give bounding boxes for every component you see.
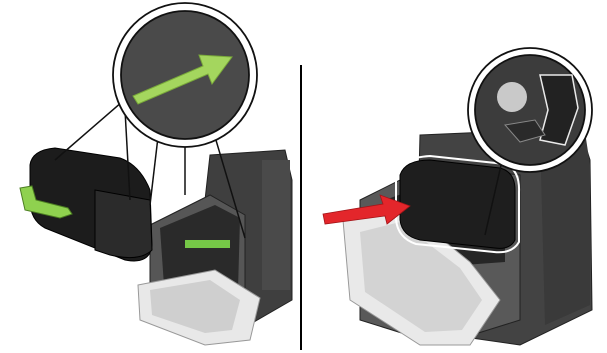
left-panel: [20, 3, 292, 345]
left-callout: [113, 3, 257, 147]
cartridge-right-body: [400, 160, 515, 248]
right-panel: [323, 48, 592, 345]
printer-left: [138, 150, 292, 345]
printer-left-side-panel: [262, 160, 290, 290]
right-callout-roller: [497, 82, 527, 112]
printer-left-slot: [185, 240, 230, 248]
cartridge-end-cap: [95, 190, 152, 258]
toner-cartridge-left: [20, 148, 152, 261]
